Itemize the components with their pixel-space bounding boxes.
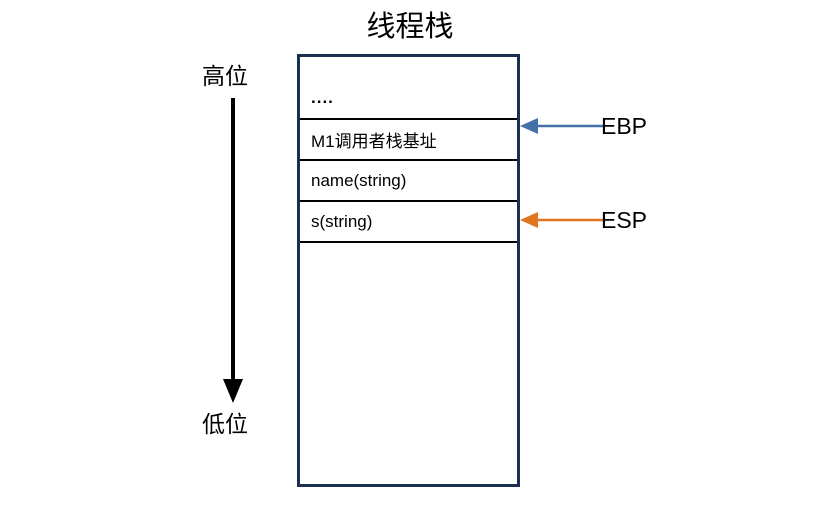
axis-label-low: 低位 bbox=[202, 412, 248, 437]
thread-stack-box: .... M1调用者栈基址 name(string) s(string) bbox=[297, 54, 520, 487]
stack-row-label-s-var: s(string) bbox=[311, 211, 373, 231]
stack-row: s(string) bbox=[300, 202, 517, 243]
ebp-pointer-label: EBP bbox=[601, 113, 648, 139]
esp-pointer-arrow-icon bbox=[515, 210, 605, 230]
stack-row-label-ellipsis: .... bbox=[311, 87, 334, 107]
esp-pointer-label: ESP bbox=[601, 207, 648, 233]
stack-row: M1调用者栈基址 bbox=[300, 120, 517, 161]
stack-row: name(string) bbox=[300, 161, 517, 202]
stack-row: .... bbox=[300, 57, 517, 120]
address-direction-arrow bbox=[170, 98, 300, 408]
axis-label-high: 高位 bbox=[202, 64, 248, 89]
stack-row-label-caller-base: M1调用者栈基址 bbox=[311, 132, 437, 151]
ebp-pointer-arrow-icon bbox=[515, 116, 605, 136]
stack-row-label-name-var: name(string) bbox=[311, 170, 407, 190]
diagram-title: 线程栈 bbox=[366, 11, 454, 43]
